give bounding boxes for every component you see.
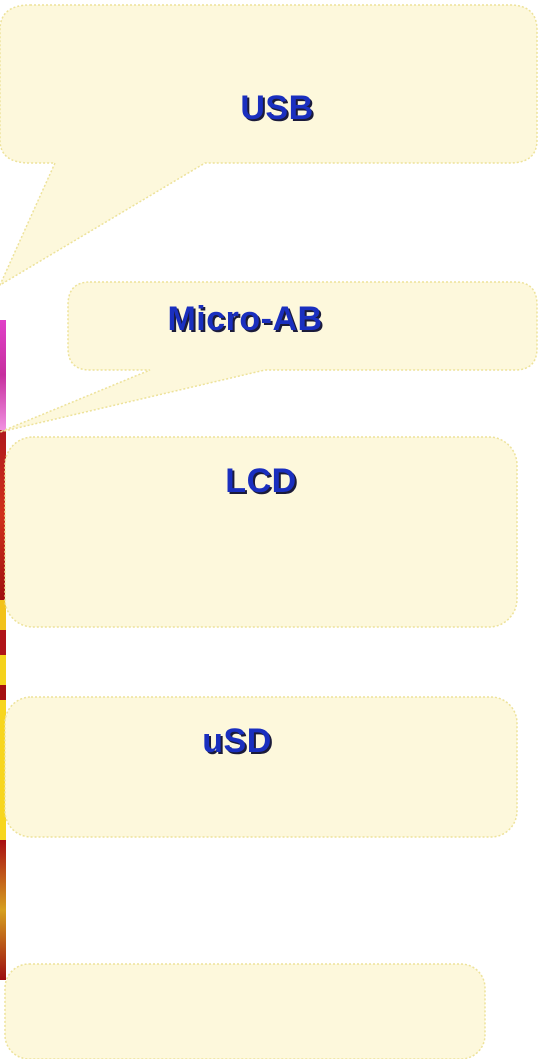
photo-strip-yellow xyxy=(0,600,6,630)
usb-callout-bubble xyxy=(0,4,538,286)
usd-label: uSD xyxy=(202,722,272,760)
micro-ab-callout-bubble xyxy=(0,281,538,433)
empty-callout-bubble xyxy=(4,963,486,1059)
photo-strip-yellow-2 xyxy=(0,655,6,685)
usb-label: USB xyxy=(240,89,314,127)
photo-strip-red-2 xyxy=(0,630,6,655)
micro-ab-label: Micro-AB xyxy=(167,300,323,338)
lcd-callout-bubble xyxy=(4,436,518,628)
photo-strip-magenta xyxy=(0,320,6,430)
photo-strip-red xyxy=(0,430,6,600)
photo-strip-red-4 xyxy=(0,840,6,980)
usd-callout-bubble xyxy=(4,696,518,838)
photo-strip-yellow-3 xyxy=(0,700,6,840)
lcd-label: LCD xyxy=(225,462,297,500)
photo-strip-red-3 xyxy=(0,685,6,700)
